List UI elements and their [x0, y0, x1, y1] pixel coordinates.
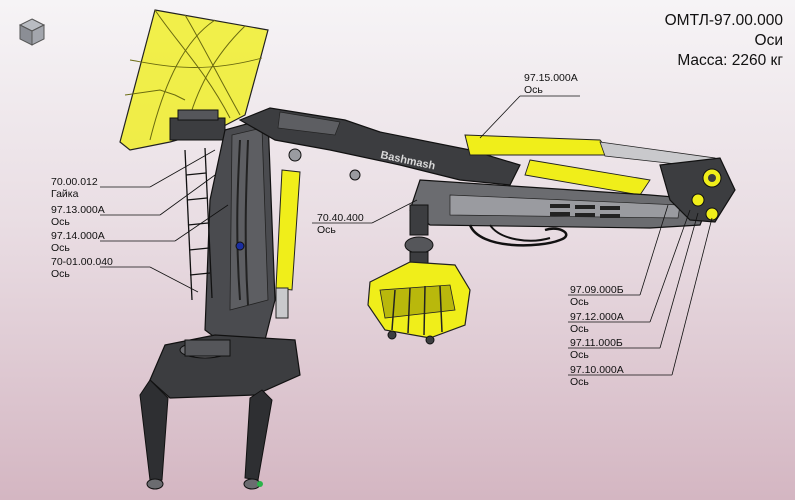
drawing-code: ОМТЛ-97.00.000: [664, 12, 783, 29]
callout-name: Ось: [570, 323, 589, 335]
callout-97-12-000a: 97.12.000А Ось: [570, 311, 624, 335]
callout-name: Ось: [570, 349, 589, 361]
callout-name: Ось: [51, 216, 70, 228]
callout-name: Ось: [570, 296, 589, 308]
callout-code: 97.12.000А: [570, 311, 624, 323]
callout-code: 70.00.012: [51, 176, 98, 188]
callout-name: Ось: [51, 268, 70, 280]
callout-code: 97.13.000А: [51, 204, 105, 216]
callout-97-09-000b: 97.09.000Б Ось: [570, 284, 624, 308]
callout-97-13-000a: 97.13.000А Ось: [51, 204, 105, 228]
callout-name: Гайка: [51, 188, 79, 200]
cabin-canopy: [119, 9, 269, 151]
main-boom: Bashmash: [238, 107, 521, 186]
callout-code: 70.40.400: [317, 212, 364, 224]
crane-base: [139, 334, 301, 490]
callout-70-00-012: 70.00.012 Гайка: [51, 176, 98, 200]
callout-code: 70-01.00.040: [51, 256, 113, 268]
callout-code: 97.10.000А: [570, 364, 624, 376]
grapple: [367, 204, 471, 345]
callout-70-01-00-040: 70-01.00.040 Ось: [51, 256, 113, 280]
callout-code: 97.14.000А: [51, 230, 105, 242]
callout-name: Ось: [570, 376, 589, 388]
outer-boom: [409, 157, 736, 247]
callout-code: 97.15.000A: [524, 72, 578, 84]
callout-name: Ось: [317, 224, 336, 236]
callout-97-14-000a: 97.14.000А Ось: [51, 230, 105, 254]
crane-column: [184, 117, 301, 346]
callout-97-11-000b: 97.11.000Б Ось: [570, 337, 623, 361]
drawing-subtitle: Оси: [754, 32, 783, 49]
callout-code: 97.09.000Б: [570, 284, 624, 296]
callout-code: 97.11.000Б: [570, 337, 623, 349]
callout-97-10-000a: 97.10.000А Ось: [570, 364, 624, 388]
leader-lines: [100, 95, 713, 376]
callout-97-15-000a: 97.15.000A Ось: [524, 72, 578, 96]
callout-70-40-400: 70.40.400 Ось: [317, 212, 364, 236]
callout-name: Ось: [51, 242, 70, 254]
drawing-mass: Масса: 2260 кг: [677, 52, 783, 69]
view-orientation-icon[interactable]: [16, 16, 48, 48]
callout-name: Ось: [524, 84, 543, 96]
drawing-title-block: ОМТЛ-97.00.000 Оси Масса: 2260 кг: [665, 11, 783, 71]
